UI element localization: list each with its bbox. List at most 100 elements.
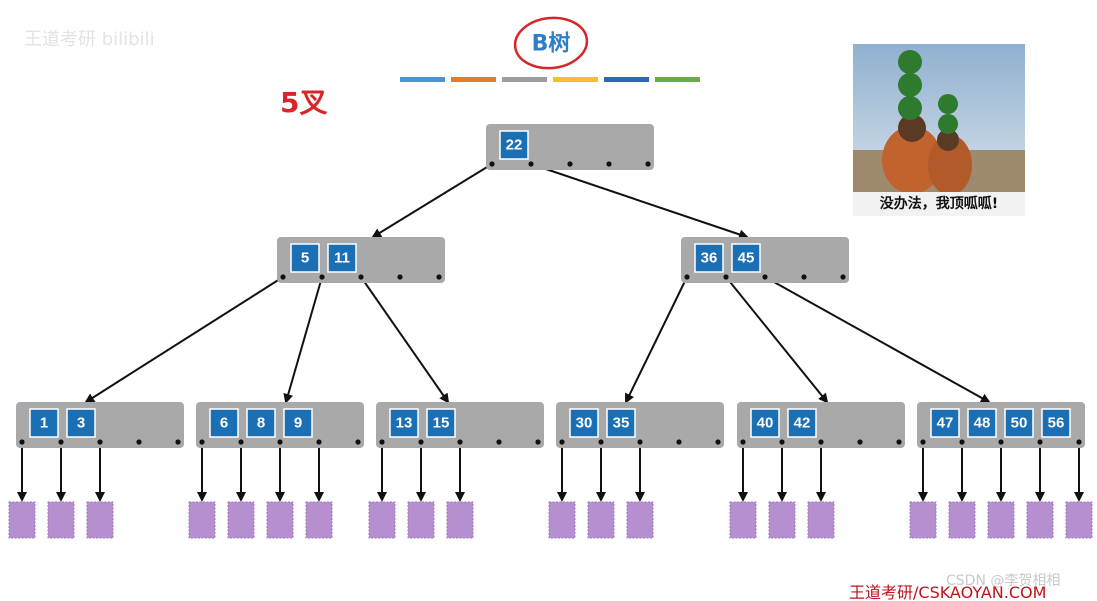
- leaf-edges: [17, 442, 1084, 502]
- key-cell: [499, 130, 529, 160]
- color-stripe: [553, 77, 598, 82]
- pointer-dot: [559, 439, 565, 445]
- pointer-dot: [684, 274, 690, 280]
- key-cell: [209, 408, 239, 438]
- tree-edges: [84, 163, 991, 404]
- watermark-top-left: 王道考研 bilibili: [24, 29, 155, 50]
- key-label: 42: [794, 415, 811, 432]
- key-label: 6: [220, 415, 228, 432]
- key-cell: [606, 408, 636, 438]
- key-label: 35: [613, 415, 630, 432]
- key-label: 50: [1011, 415, 1028, 432]
- internal-node: 36 45: [681, 237, 849, 283]
- watermelon-icon: [898, 96, 922, 120]
- pointer-dot: [316, 439, 322, 445]
- watermark-bottom-right: CSDN @李贺相相: [946, 573, 1060, 589]
- color-stripe: [502, 77, 547, 82]
- key-cell: [787, 408, 817, 438]
- title-circle-annotation: [513, 16, 589, 70]
- leaf-record: [407, 501, 435, 539]
- leaf-record: [1065, 501, 1093, 539]
- pointer-dot: [715, 439, 721, 445]
- leaf-records: [8, 501, 1093, 539]
- key-label: 3: [77, 415, 85, 432]
- page-title: B树: [532, 31, 571, 57]
- pointer-dot: [1037, 439, 1043, 445]
- leaf-record: [305, 501, 333, 539]
- pointer-dot: [762, 274, 768, 280]
- pointer-dot: [637, 439, 643, 445]
- pointer-dot: [723, 274, 729, 280]
- key-cell: [66, 408, 96, 438]
- leaf-record: [909, 501, 937, 539]
- key-label: 48: [974, 415, 991, 432]
- leaf-record: [987, 501, 1015, 539]
- title-color-stripes: [400, 77, 700, 82]
- pointer-dot: [19, 439, 25, 445]
- leaf-record: [227, 501, 255, 539]
- key-cell: [694, 243, 724, 273]
- key-cell: [327, 243, 357, 273]
- pointer-dot: [920, 439, 926, 445]
- pointer-dot: [238, 439, 244, 445]
- child-pointer-arrow: [371, 163, 493, 239]
- leaf-record: [948, 501, 976, 539]
- pointer-dot: [740, 439, 746, 445]
- leaf-record: [768, 501, 796, 539]
- pointer-dot: [358, 274, 364, 280]
- pointer-dot: [496, 439, 502, 445]
- leaf-level-node: 40 42: [737, 402, 905, 448]
- leaf-record: [729, 501, 757, 539]
- leaf-record: [8, 501, 36, 539]
- key-label: 5: [301, 250, 309, 267]
- key-cell: [29, 408, 59, 438]
- leaf-record: [188, 501, 216, 539]
- pointer-dot: [896, 439, 902, 445]
- leaf-record: [548, 501, 576, 539]
- pointer-dot: [319, 274, 325, 280]
- key-label: 56: [1048, 415, 1065, 432]
- key-cell: [426, 408, 456, 438]
- pointer-dot: [355, 439, 361, 445]
- key-label: 45: [738, 250, 755, 267]
- handwritten-note: 5叉: [280, 86, 327, 119]
- pointer-dot: [818, 439, 824, 445]
- pointer-dot: [801, 274, 807, 280]
- key-label: 30: [576, 415, 593, 432]
- pointer-dot: [535, 439, 541, 445]
- key-label: 36: [701, 250, 718, 267]
- child-pointer-arrow: [360, 276, 450, 404]
- pointer-dot: [676, 439, 682, 445]
- pointer-dot: [436, 274, 442, 280]
- leaf-record: [266, 501, 294, 539]
- pointer-dot: [199, 439, 205, 445]
- brand-label: 王道考研/CSKAOYAN.COM: [849, 583, 1046, 601]
- pointer-dot: [840, 274, 846, 280]
- pointer-dot: [457, 439, 463, 445]
- leaf-level-node: 30 35: [556, 402, 724, 448]
- leaf-record: [587, 501, 615, 539]
- meme-image: 没办法，我顶呱呱!: [853, 44, 1025, 216]
- pointer-dot: [567, 161, 573, 167]
- child-pointer-arrow: [625, 276, 688, 404]
- key-cell: [290, 243, 320, 273]
- pointer-dot: [959, 439, 965, 445]
- color-stripe: [451, 77, 496, 82]
- pointer-dot: [136, 439, 142, 445]
- key-label: 22: [506, 137, 523, 154]
- pointer-dot: [97, 439, 103, 445]
- leaf-record: [1026, 501, 1054, 539]
- key-cell: [967, 408, 997, 438]
- leaf-record: [86, 501, 114, 539]
- leaf-record: [47, 501, 75, 539]
- key-cell: [1041, 408, 1071, 438]
- leaf-record: [626, 501, 654, 539]
- pointer-dot: [1076, 439, 1082, 445]
- root-node: 22: [486, 124, 654, 170]
- meme-caption: 没办法，我顶呱呱!: [880, 195, 998, 212]
- key-label: 40: [757, 415, 774, 432]
- pointer-dot: [645, 161, 651, 167]
